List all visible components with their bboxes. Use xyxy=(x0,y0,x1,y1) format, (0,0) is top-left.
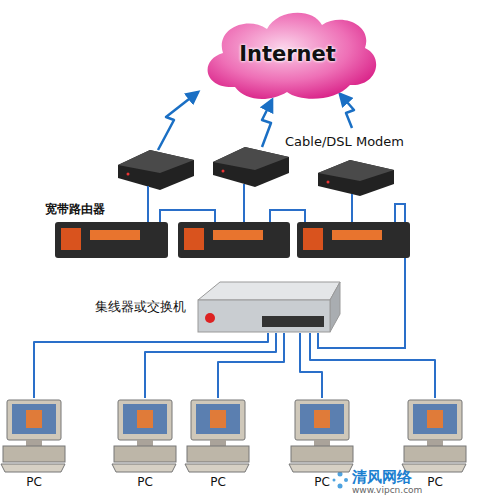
network-cable xyxy=(270,210,305,222)
watermark: www.vipcn.com xyxy=(352,485,422,495)
switch-device xyxy=(262,316,324,327)
pc-label: PC xyxy=(427,475,443,490)
network-cable xyxy=(310,333,435,398)
pc-illustration xyxy=(404,446,466,462)
watermark-logo xyxy=(338,484,343,489)
pc-illustration xyxy=(26,440,42,446)
pc-illustration xyxy=(196,404,240,434)
pc-illustration xyxy=(427,440,443,446)
watermark-logo xyxy=(333,472,349,489)
pc-illustration xyxy=(210,440,226,446)
wireless-link xyxy=(262,100,272,147)
pc-illustration xyxy=(402,400,466,472)
switch-device xyxy=(205,313,215,323)
pc-illustration xyxy=(26,410,42,428)
router-device xyxy=(90,230,140,240)
pc-label: PC xyxy=(314,475,330,490)
network-cable xyxy=(145,333,276,398)
pc-illustration xyxy=(295,400,349,440)
cloud-outline xyxy=(208,13,377,99)
switch-device xyxy=(198,282,340,332)
modem-device xyxy=(118,150,194,190)
wireless-link xyxy=(340,94,354,128)
pc-illustration xyxy=(12,404,56,434)
pc-illustration xyxy=(112,464,176,472)
router-device xyxy=(178,222,290,258)
device-label: 宽带路由器 xyxy=(45,203,105,216)
router-device xyxy=(184,228,204,250)
watermark-logo xyxy=(333,479,336,482)
pc-node: PC xyxy=(183,398,253,490)
pc-illustration xyxy=(114,446,176,462)
network-cable xyxy=(34,333,268,398)
router-device xyxy=(213,230,263,240)
modem-device xyxy=(213,147,289,170)
pc-node: PC xyxy=(0,398,68,490)
pc-illustration xyxy=(185,400,249,472)
modem-device xyxy=(118,150,194,173)
pc-illustration xyxy=(187,446,249,462)
pc-illustration xyxy=(118,400,172,440)
pc-illustration xyxy=(314,440,330,446)
modem-device xyxy=(213,147,289,187)
modem-device xyxy=(222,170,225,173)
pc-illustration xyxy=(123,404,167,434)
device-label: 集线器或交换机 xyxy=(95,299,186,315)
cloud-label: Internet xyxy=(239,42,336,67)
watermark: 清风网络 xyxy=(352,469,412,485)
pc-illustration xyxy=(300,404,344,434)
pc-illustration xyxy=(427,410,443,428)
pc-node: PC xyxy=(110,398,180,490)
pc-illustration xyxy=(408,400,462,440)
network-cable xyxy=(243,184,245,222)
router-device xyxy=(61,228,81,250)
pc-illustration xyxy=(7,400,61,440)
pc-illustration xyxy=(314,410,330,428)
modem-device xyxy=(327,181,330,184)
watermark-logo xyxy=(344,478,348,482)
switch-device xyxy=(198,300,330,332)
switch-device xyxy=(330,282,340,332)
pc-illustration xyxy=(210,410,226,428)
pc-node: PC xyxy=(287,398,357,490)
network-cable xyxy=(148,184,405,348)
modem-device xyxy=(118,147,394,196)
router-device xyxy=(55,222,410,258)
pc-illustration xyxy=(185,464,249,472)
pc-illustration xyxy=(191,400,245,440)
pc-label: PC xyxy=(137,475,153,490)
pc-illustration xyxy=(1,400,466,472)
pc-label: PC xyxy=(210,475,226,490)
router-device xyxy=(297,222,410,258)
pc-illustration xyxy=(289,400,353,472)
pc-illustration xyxy=(1,400,65,472)
pc-illustration xyxy=(137,410,153,428)
modem-device xyxy=(127,173,130,176)
pc-illustration xyxy=(291,446,353,462)
router-device xyxy=(303,228,323,250)
modem-device xyxy=(318,160,394,181)
pc-illustration xyxy=(112,400,176,472)
network-cable xyxy=(160,210,215,222)
pc-illustration xyxy=(1,464,65,472)
internet-cloud: Internet xyxy=(195,5,380,105)
network-cable xyxy=(351,194,353,222)
pc-label: PC xyxy=(26,475,42,490)
switch-node: 集线器或交换机 xyxy=(95,280,332,333)
network-cable xyxy=(218,333,284,398)
wireless-link xyxy=(158,92,198,150)
network-cable xyxy=(147,186,149,222)
switch-device xyxy=(198,282,340,300)
pc-illustration xyxy=(137,440,153,446)
modem-device xyxy=(318,160,394,196)
router-device xyxy=(55,222,168,258)
pc-illustration xyxy=(3,446,65,462)
pc-illustration xyxy=(289,464,353,472)
device-label: Cable/DSL Modem xyxy=(285,135,404,149)
pc-illustration xyxy=(413,404,457,434)
router-device xyxy=(332,230,382,240)
